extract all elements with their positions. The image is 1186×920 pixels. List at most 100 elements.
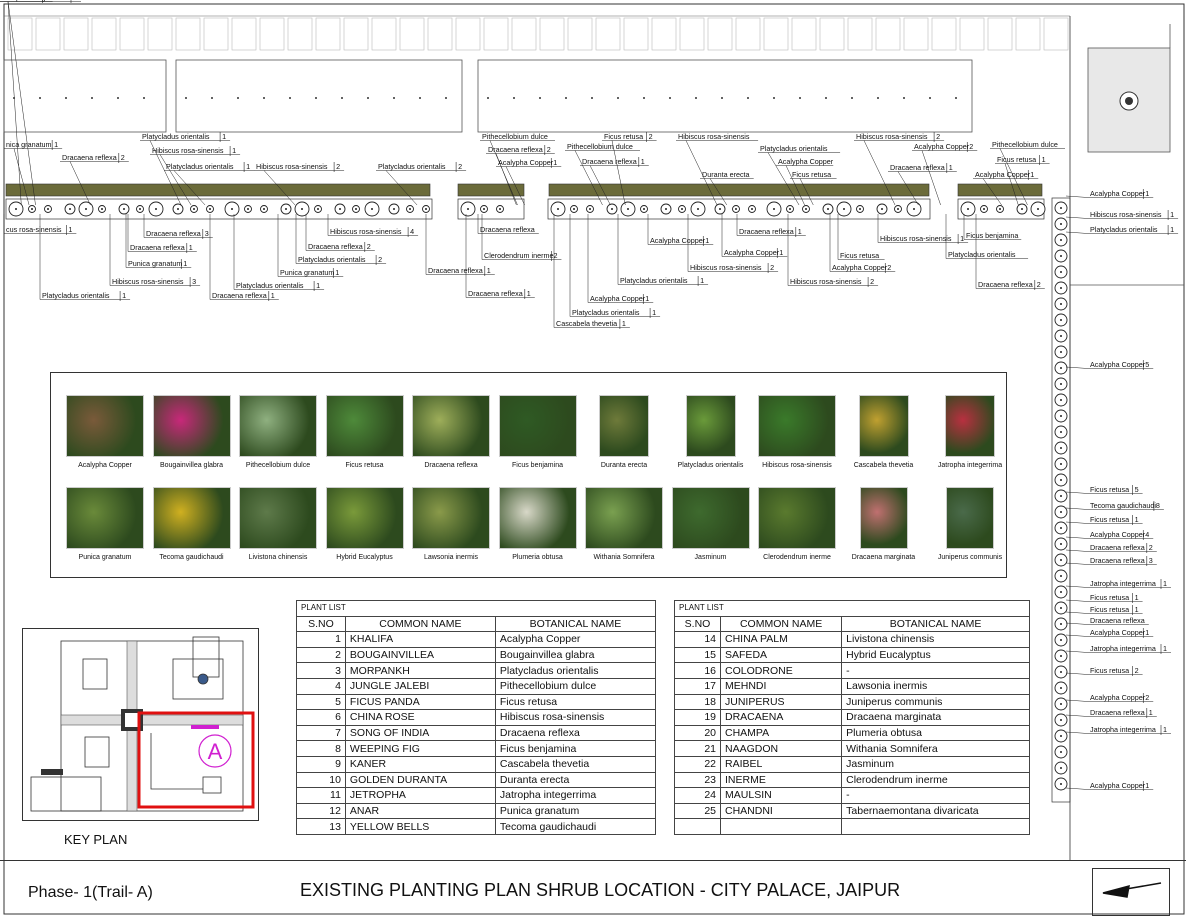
cell-common-name: SAFEDA (720, 646, 843, 664)
cell-botanical-name: Duranta erecta (494, 771, 657, 789)
plant-photo-caption: Hybrid Eucalyptus (336, 554, 393, 561)
plant-callout: Platycladus orientalis (236, 281, 304, 290)
cell-botanical-name: Livistona chinensis (841, 631, 1030, 648)
plant-callout-qty: 1 (1030, 170, 1034, 179)
plant-callout-qty: 1 (232, 146, 236, 155)
plant-callout: Acalypha Copper (832, 263, 888, 272)
cell-sno: 8 (296, 740, 346, 757)
plant-callout-qty: 1 (271, 291, 275, 300)
col-botanical-name: BOTANICAL NAME (494, 615, 657, 633)
plant-callout: Hibiscus rosa-sinensis (790, 277, 862, 286)
plant-callout: Ficus retusa (1090, 666, 1129, 675)
plant-callout: Punica granatum (128, 259, 182, 268)
plant-callout: Jatropha integerrima (1090, 579, 1156, 588)
table-caption: PLANT LIST (674, 600, 1030, 617)
plant-callout: Dracaena reflexa (212, 291, 267, 300)
plant-callout-qty: 2 (1135, 666, 1139, 675)
plant-callout-qty: 1 (798, 227, 802, 236)
plant-callout-qty: 1 (527, 289, 531, 298)
cell-sno: 23 (673, 771, 722, 789)
cell-common-name: JETROPHA (344, 787, 496, 804)
plant-photo-image (412, 487, 490, 549)
plant-callout: Hibiscus rosa-sinensis (152, 146, 224, 155)
plant-callout: Platycladus orientalis (1090, 225, 1158, 234)
plant-callout: Acalypha Copper (1090, 628, 1146, 637)
plant-callout: Acalypha Copper (1090, 693, 1146, 702)
plant-callout-qty: 1 (1145, 628, 1149, 637)
plant-photo-caption: Dracaena reflexa (424, 462, 478, 469)
cell-botanical-name: - (841, 787, 1030, 804)
plant-callout-qty: 1 (246, 162, 250, 171)
plant-photo-image (152, 487, 231, 549)
plant-callout-qty: 1 (705, 236, 709, 245)
plant-callout-qty: 1 (68, 225, 72, 234)
table-row (673, 818, 1030, 835)
cell-sno: 9 (296, 755, 346, 773)
plant-photo: Livistona chinensis (236, 487, 320, 561)
plant-photo-image (685, 395, 736, 457)
cell-botanical-name (841, 818, 1030, 835)
plant-callout-qty: 1 (1170, 225, 1174, 234)
cell-botanical-name: Hibiscus rosa-sinensis (494, 709, 657, 726)
plant-photo-caption: Punica granatum (78, 554, 132, 561)
plant-photo-caption: Jatropha integerrima (937, 462, 1003, 469)
plant-callout: Ficus retusa (1090, 593, 1129, 602)
cell-botanical-name: Ficus benjamina (494, 740, 657, 757)
shrub-bed (457, 198, 525, 220)
plant-photo-image (599, 395, 649, 457)
cell-common-name: DRACAENA (720, 709, 843, 726)
plant-photo-image (498, 395, 577, 457)
cell-sno: 24 (673, 787, 722, 804)
plant-photo-caption: Pithecellobium dulce (245, 462, 311, 469)
plant-photo-image (858, 395, 909, 457)
plant-photo: Duranta erecta (582, 395, 666, 469)
plant-photo-caption: Livistona chinensis (248, 554, 308, 561)
plant-callout: Pithecellobium dulce (482, 132, 548, 141)
cell-botanical-name: Ficus retusa (494, 693, 657, 711)
plant-callout: Dracaena reflexa (468, 289, 523, 298)
cell-common-name: ANAR (344, 802, 496, 820)
cell-common-name: COLODRONE (720, 662, 843, 679)
table-caption: PLANT LIST (296, 600, 656, 617)
plant-callout: nica granatum (6, 140, 52, 149)
cell-sno: 11 (296, 787, 346, 804)
cell-common-name: FICUS PANDA (344, 693, 496, 711)
building-block (477, 59, 973, 133)
cell-sno: 22 (673, 755, 722, 773)
shrub-bed (5, 198, 433, 220)
cell-common-name: JUNIPERUS (720, 693, 843, 711)
north-arrow-box (1092, 868, 1170, 916)
cell-sno: 19 (673, 709, 722, 726)
cell-common-name: SONG OF INDIA (344, 724, 496, 742)
plant-callout: Duranta erecta (702, 170, 750, 179)
cell-sno: 21 (673, 740, 722, 757)
plant-photo: Hybrid Eucalyptus (323, 487, 407, 561)
cell-sno: 25 (673, 802, 722, 820)
cell-common-name: CHINA ROSE (344, 709, 496, 726)
building-block (3, 59, 167, 133)
cell-sno: 12 (296, 802, 346, 820)
col-sno: S.NO (673, 615, 722, 633)
cell-common-name: MAULSIN (720, 787, 843, 804)
plant-photo: Plumeria obtusa (496, 487, 580, 561)
plant-callout-qty: 5 (1145, 360, 1149, 369)
plant-callout-qty: 1 (1135, 593, 1139, 602)
plant-callout: Ficus retusa (1090, 515, 1129, 524)
hedge-strip (957, 183, 1043, 197)
plant-photo-caption: Cascabela thevetia (853, 462, 914, 469)
plant-callout: Ficus retusa (1090, 485, 1129, 494)
hedge-strip (457, 183, 525, 197)
plant-callout: Platycladus orientalis (142, 132, 210, 141)
plant-callout: Dracaena reflexa (428, 266, 483, 275)
cell-common-name: CHINA PALM (720, 631, 843, 648)
col-common-name: COMMON NAME (344, 615, 496, 633)
